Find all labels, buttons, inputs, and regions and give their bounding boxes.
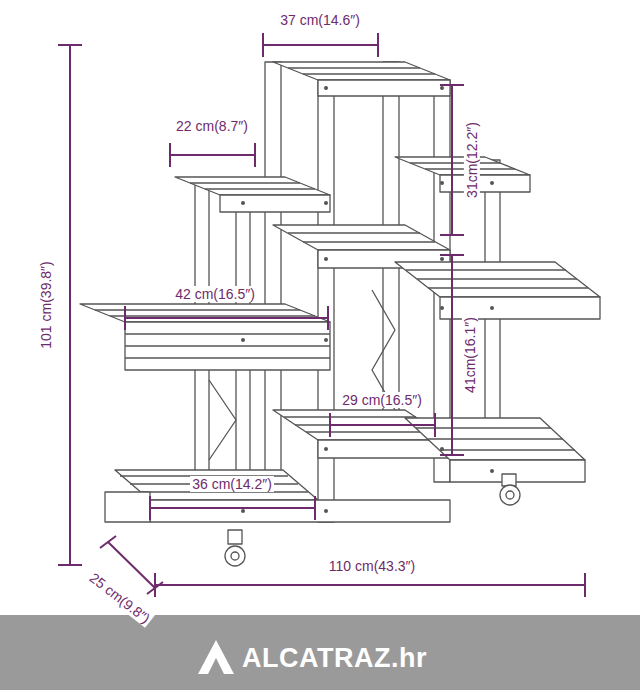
dimension-label: 36 cm(14.2″) — [190, 476, 274, 492]
dimension-label: 25 cm(9.8″) — [85, 568, 155, 627]
dimension-label: 29 cm(16.5″) — [340, 392, 424, 408]
dimension-label: 22 cm(8.7″) — [174, 118, 250, 134]
dimension-label: 101 cm(39.8″) — [38, 259, 54, 350]
dimension-label: 110 cm(43.3″) — [327, 558, 417, 574]
dimension-label: 41cm(16.1″) — [462, 315, 478, 395]
watermark-logo: ALCATRAZ.hr — [240, 643, 429, 673]
dimension-label: 42 cm(16.5″) — [173, 286, 257, 302]
dimension-label: 31cm(12.2″) — [464, 120, 480, 200]
dimension-label: 37 cm(14.6″) — [278, 12, 362, 28]
